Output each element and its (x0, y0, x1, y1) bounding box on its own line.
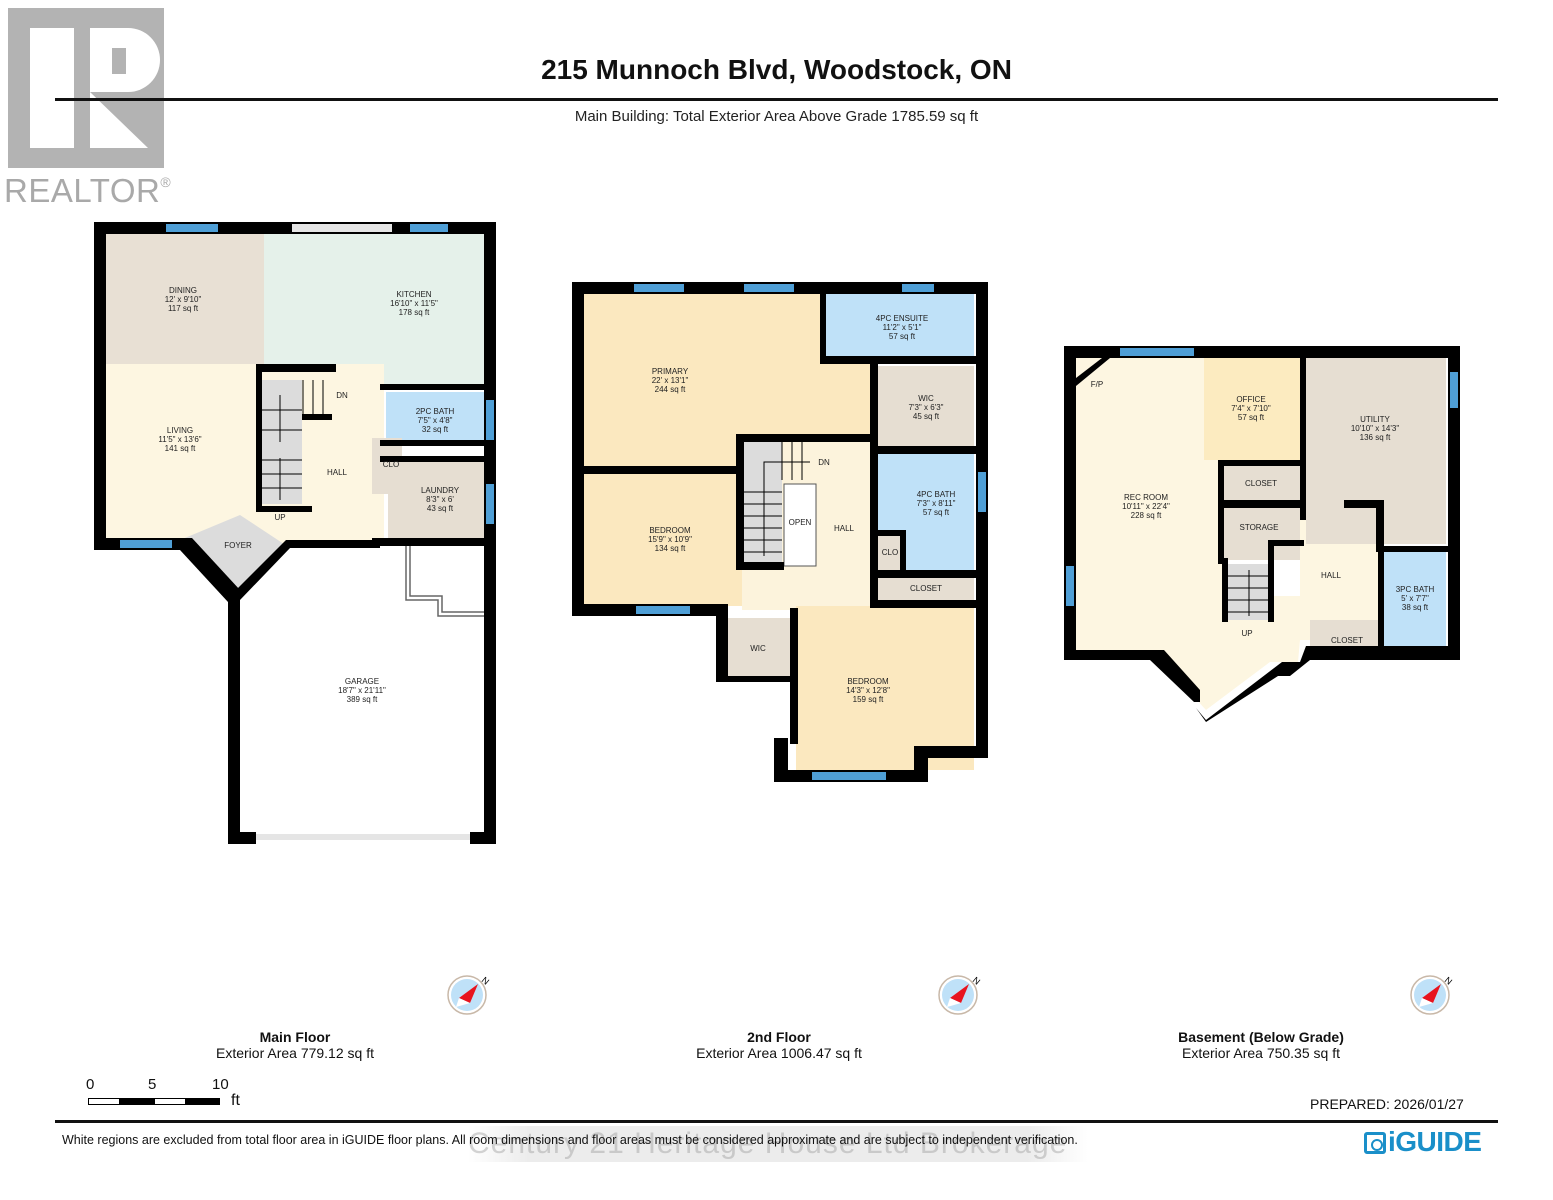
main-floor-plan: DINING 12' x 9'10" 117 sq ft KITCHEN 16'… (94, 222, 496, 844)
svg-text:7'5" x 4'8": 7'5" x 4'8" (418, 416, 453, 425)
svg-text:141 sq ft: 141 sq ft (165, 444, 196, 453)
svg-text:18'7" x 21'11": 18'7" x 21'11" (338, 686, 386, 695)
title-divider (55, 98, 1498, 101)
room-label-2pc-bath: 2PC BATH (416, 407, 455, 416)
svg-text:UP: UP (1241, 629, 1252, 638)
svg-text:CLO: CLO (882, 548, 898, 557)
svg-text:7'3" x 8'11": 7'3" x 8'11" (917, 499, 956, 508)
total-area-subtitle: Main Building: Total Exterior Area Above… (574, 108, 979, 125)
compass-north-icon: N (447, 975, 491, 1015)
room-label-dining: DINING (169, 286, 197, 295)
svg-text:FOYER: FOYER (224, 541, 252, 550)
brokerage-watermark: Century 21 Heritage House Ltd Brokerage (468, 1126, 1088, 1162)
room-label-4pc-ensuite: 4PC ENSUITE (876, 314, 928, 323)
compass-north-icon: N (1410, 975, 1454, 1015)
room-label-garage: GARAGE (345, 677, 379, 686)
svg-text:134 sq ft: 134 sq ft (655, 544, 686, 553)
svg-text:DN: DN (818, 458, 830, 467)
room-label-wic: WIC (918, 394, 934, 403)
room-label-living: LIVING (167, 426, 193, 435)
svg-text:45 sq ft: 45 sq ft (913, 412, 940, 421)
svg-text:F/P: F/P (1091, 380, 1103, 389)
svg-text:38 sq ft: 38 sq ft (1402, 603, 1429, 612)
realtor-r-logo-icon (30, 28, 160, 148)
second-floor-plan: PRIMARY 22' x 13'1" 244 sq ft 4PC ENSUIT… (572, 282, 988, 782)
room-label-primary: PRIMARY (652, 367, 689, 376)
floor-caption-second: 2nd Floor Exterior Area 1006.47 sq ft (696, 1029, 862, 1061)
svg-text:N: N (1443, 975, 1454, 987)
svg-text:117 sq ft: 117 sq ft (168, 304, 199, 313)
svg-text:UP: UP (274, 513, 285, 522)
svg-text:22' x 13'1": 22' x 13'1" (652, 376, 689, 385)
realtor-wordmark: REALTOR® (4, 172, 172, 209)
svg-text:11'5" x 13'6": 11'5" x 13'6" (158, 435, 201, 444)
svg-text:CLOSET: CLOSET (1331, 636, 1363, 645)
room-label-office: OFFICE (1236, 395, 1265, 404)
svg-text:7'3" x 6'3": 7'3" x 6'3" (909, 403, 944, 412)
svg-text:HALL: HALL (1321, 571, 1342, 580)
room-label-3pc-bath: 3PC BATH (1396, 585, 1435, 594)
svg-text:57 sq ft: 57 sq ft (889, 332, 916, 341)
room-label-utility: UTILITY (1360, 415, 1390, 424)
svg-text:43 sq ft: 43 sq ft (427, 504, 454, 513)
svg-text:10'11" x 22'4": 10'11" x 22'4" (1122, 502, 1170, 511)
svg-text:HALL: HALL (327, 468, 348, 477)
svg-text:14'3" x 12'8": 14'3" x 12'8" (846, 686, 890, 695)
disclaimer-text: White regions are excluded from total fl… (62, 1133, 1078, 1147)
room-label-rec-room: REC ROOM (1124, 493, 1168, 502)
svg-text:CLOSET: CLOSET (910, 584, 942, 593)
svg-text:N: N (971, 975, 982, 987)
svg-text:CLO: CLO (383, 460, 399, 469)
svg-text:10'10" x 14'3": 10'10" x 14'3" (1351, 424, 1399, 433)
svg-text:57 sq ft: 57 sq ft (923, 508, 950, 517)
svg-text:OPEN: OPEN (789, 518, 812, 527)
scale-bar: 0 5 10 ft (86, 1076, 240, 1109)
svg-text:DN: DN (336, 391, 348, 400)
basement-plan: OFFICE 7'4" x 7'10" 57 sq ft UTILITY 10'… (1064, 346, 1460, 722)
room-label-laundry: LAUNDRY (421, 486, 460, 495)
footer-divider (55, 1120, 1498, 1123)
svg-text:159 sq ft: 159 sq ft (853, 695, 884, 704)
compass-north-icon: N (938, 975, 982, 1015)
svg-text:244 sq ft: 244 sq ft (655, 385, 686, 394)
floor-caption-main: Main Floor Exterior Area 779.12 sq ft (216, 1029, 374, 1061)
svg-text:HALL: HALL (834, 524, 855, 533)
room-label-bedroom-2: BEDROOM (649, 526, 691, 535)
iguide-logo: iGUIDE (1364, 1126, 1482, 1158)
svg-text:12' x 9'10": 12' x 9'10" (165, 295, 202, 304)
realtor-logo (8, 8, 164, 168)
page-title: 215 Munnoch Blvd, Woodstock, ON (541, 54, 1012, 85)
iguide-camera-icon (1364, 1132, 1386, 1154)
svg-text:389 sq ft: 389 sq ft (347, 695, 378, 704)
prepared-date: PREPARED: 2026/01/27 (1310, 1096, 1464, 1112)
room-label-kitchen: KITCHEN (396, 290, 431, 299)
svg-text:STORAGE: STORAGE (1240, 523, 1279, 532)
svg-text:WIC: WIC (750, 644, 766, 653)
svg-text:7'4" x 7'10": 7'4" x 7'10" (1231, 404, 1271, 413)
svg-text:CLOSET: CLOSET (1245, 479, 1277, 488)
svg-text:8'3" x 6': 8'3" x 6' (426, 495, 454, 504)
svg-text:136 sq ft: 136 sq ft (1360, 433, 1391, 442)
room-label-bedroom-3: BEDROOM (847, 677, 889, 686)
svg-text:178 sq ft: 178 sq ft (399, 308, 430, 317)
svg-text:5' x 7'7": 5' x 7'7" (1401, 594, 1429, 603)
room-label-4pc-bath: 4PC BATH (917, 490, 956, 499)
svg-text:N: N (480, 975, 491, 987)
floor-caption-basement: Basement (Below Grade) Exterior Area 750… (1178, 1029, 1344, 1061)
svg-text:16'10" x 11'5": 16'10" x 11'5" (390, 299, 438, 308)
svg-text:15'9" x 10'9": 15'9" x 10'9" (648, 535, 692, 544)
svg-text:57 sq ft: 57 sq ft (1238, 413, 1265, 422)
svg-text:32 sq ft: 32 sq ft (422, 425, 449, 434)
svg-text:11'2" x 5'1": 11'2" x 5'1" (883, 323, 922, 332)
svg-text:228 sq ft: 228 sq ft (1131, 511, 1162, 520)
